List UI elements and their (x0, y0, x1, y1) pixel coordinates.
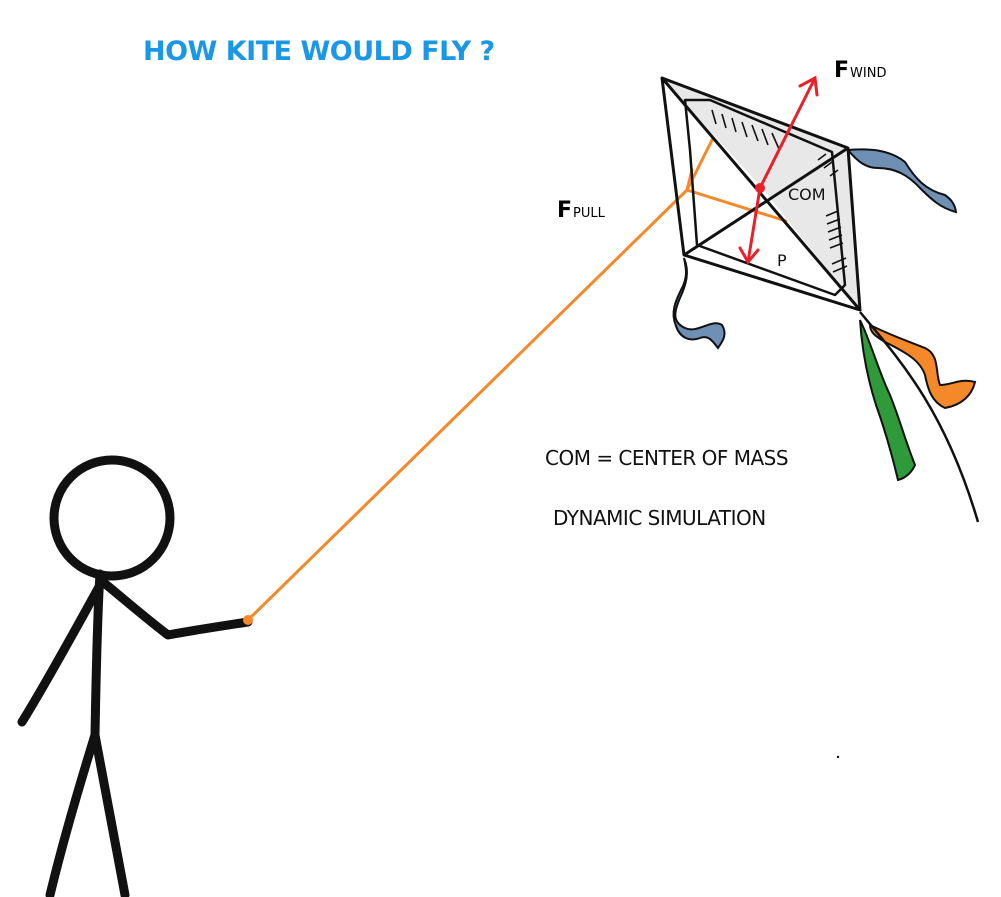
kite-tail-line (859, 311, 980, 523)
stick-figure (17, 455, 253, 897)
wind-force-subscript: WIND (850, 66, 886, 81)
bridle-line-2 (685, 188, 788, 223)
figure-right-arm (98, 577, 253, 640)
wind-force-arrow-up (758, 76, 817, 190)
wind-force-symbol: F (834, 58, 849, 83)
pull-force-symbol: F (557, 198, 572, 223)
figure-right-leg (90, 730, 130, 897)
figure-head (49, 455, 175, 581)
wind-force-arrowhead-up (798, 75, 819, 97)
pressure-label: P (777, 251, 787, 270)
pull-force-label: FPULL (557, 198, 606, 223)
kite-body (660, 76, 862, 312)
pull-force-subscript: PULL (573, 206, 606, 221)
wind-force-arrows (738, 75, 819, 265)
figure-left-leg (45, 730, 100, 897)
tail-blue-right (846, 148, 958, 214)
tail-orange (868, 323, 977, 410)
kite-tails (672, 148, 980, 523)
center-of-pressure-point (755, 183, 765, 193)
kite-spar-long (660, 77, 862, 311)
stray-dot (836, 755, 840, 759)
wind-force-arrowhead-down (738, 246, 760, 265)
diagram-title: HOW KITE WOULD FLY ? (143, 36, 495, 67)
pull-string (243, 138, 788, 625)
wind-force-label: FWIND (834, 58, 886, 83)
com-definition-text: COM = CENTER OF MASS (545, 446, 788, 470)
kite-inner-outline (683, 98, 847, 297)
figure-left-arm (17, 580, 105, 727)
kite-hatching (711, 109, 848, 273)
tail-blue-left (672, 257, 726, 350)
kite-spar-cross (683, 146, 849, 257)
wind-force-arrow-down (746, 186, 762, 264)
tail-green (859, 319, 917, 482)
simulation-text: DYNAMIC SIMULATION (553, 506, 766, 530)
com-label: COM (788, 185, 826, 204)
